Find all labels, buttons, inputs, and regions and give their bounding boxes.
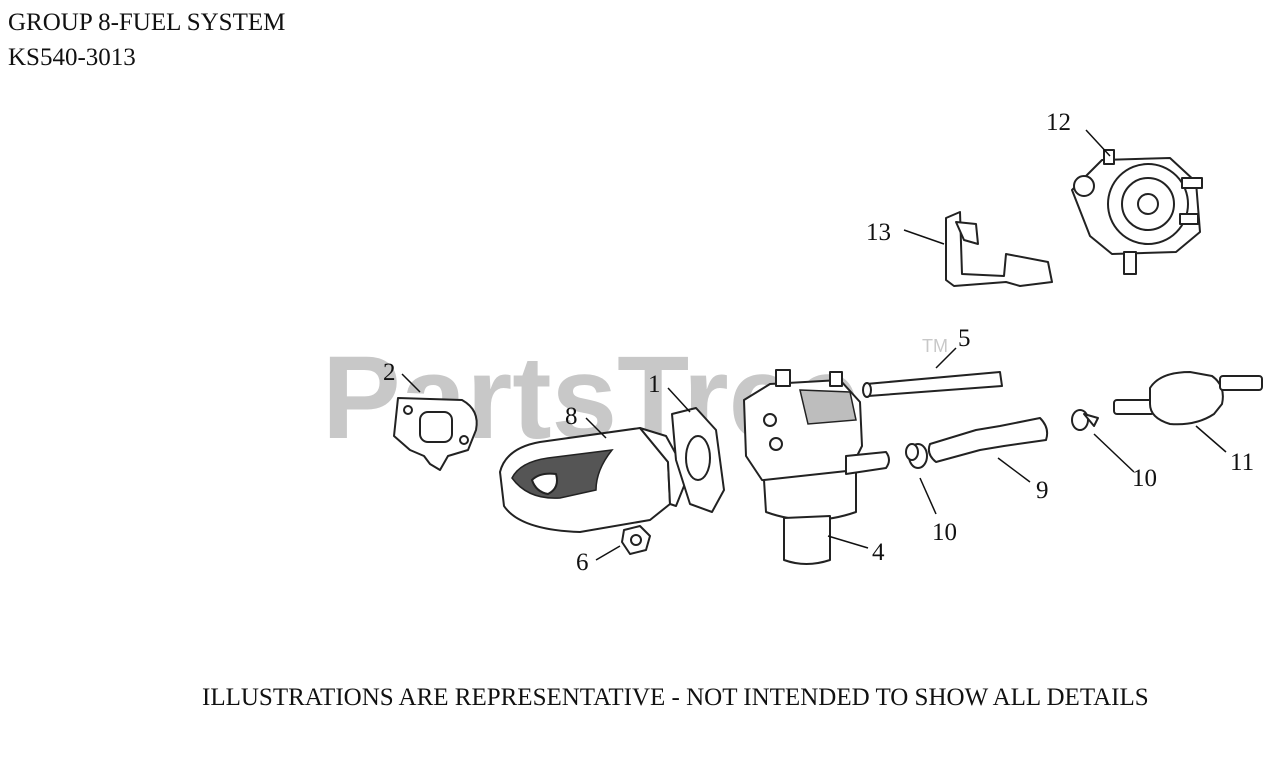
- part-2-gasket[interactable]: [393, 397, 478, 471]
- callout-6: 6: [576, 549, 589, 576]
- callout-11: 11: [1230, 449, 1254, 476]
- callout-10-left: 10: [932, 519, 957, 546]
- callout-5: 5: [958, 325, 971, 352]
- part-11-fuel-filter[interactable]: [1113, 371, 1263, 426]
- callout-10-right: 10: [1132, 465, 1157, 492]
- model-number: KS540-3013: [8, 44, 136, 71]
- part-8-intake-elbow[interactable]: [499, 427, 689, 533]
- callout-13: 13: [866, 219, 891, 246]
- watermark-trademark: TM: [922, 336, 948, 356]
- part-13-bracket[interactable]: [945, 211, 1053, 287]
- disclaimer-note: ILLUSTRATIONS ARE REPRESENTATIVE - NOT I…: [202, 684, 1149, 711]
- part-10-hose-clamp-left[interactable]: [905, 443, 928, 469]
- part-6-nut[interactable]: [621, 525, 651, 555]
- callout-8: 8: [565, 403, 578, 430]
- part-4-carburetor[interactable]: [743, 369, 890, 565]
- part-1-gasket[interactable]: [671, 407, 725, 513]
- callout-1: 1: [648, 371, 661, 398]
- part-10-hose-clamp-right[interactable]: [1071, 409, 1099, 431]
- callout-2: 2: [383, 359, 396, 386]
- part-12-fuel-pump[interactable]: [1071, 149, 1203, 275]
- callout-9: 9: [1036, 477, 1049, 504]
- diagram-title: GROUP 8-FUEL SYSTEM: [8, 9, 286, 36]
- part-5-fuel-tube[interactable]: [862, 371, 1003, 398]
- part-9-fuel-hose[interactable]: [927, 417, 1049, 463]
- callout-12: 12: [1046, 109, 1071, 136]
- callout-4: 4: [872, 539, 885, 566]
